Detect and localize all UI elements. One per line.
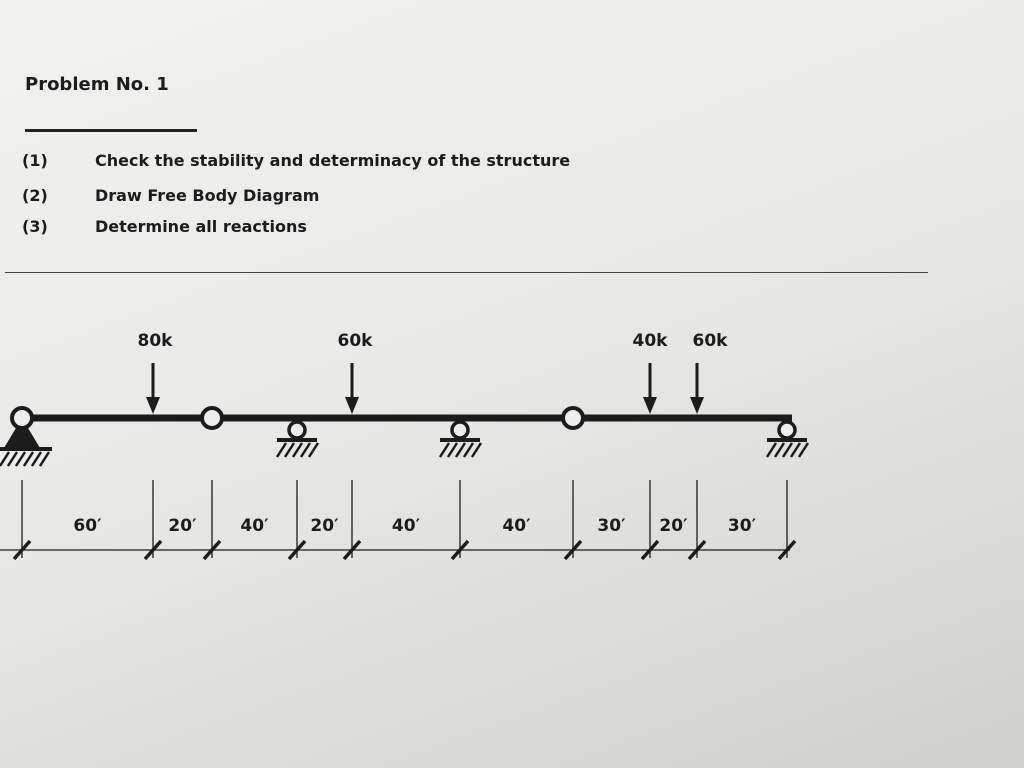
ground-hatch (765, 442, 778, 458)
span-length-label: 40′ (392, 516, 421, 536)
problem-title: Problem No. 1 (25, 74, 169, 95)
dimension-tick-icon (287, 539, 307, 561)
dimension-tick-icon (342, 539, 362, 561)
ground-line (440, 438, 480, 442)
load-arrowhead-icon (345, 397, 359, 414)
span-length-label: 30′ (597, 516, 626, 536)
ground-hatch (797, 442, 810, 458)
pin-joint-icon (10, 406, 34, 430)
load-label: 80k (138, 331, 174, 351)
task-item: (3) Determine all reactions (22, 217, 307, 236)
load-label: 60k (338, 331, 374, 351)
ground-hatch (470, 442, 483, 458)
title-underline (25, 129, 197, 132)
dimension-tick-icon (143, 539, 163, 561)
ground-hatch (438, 442, 451, 458)
ground-hatch (789, 442, 802, 458)
ground-hatch (22, 451, 35, 467)
internal-hinge-icon (200, 406, 224, 430)
span-length-label: 40′ (502, 516, 531, 536)
span-length-label: 30′ (728, 516, 757, 536)
ground-hatch (275, 442, 288, 458)
load-label: 40k (633, 331, 669, 351)
ground-hatch (454, 442, 467, 458)
ground-hatch (6, 451, 19, 467)
dimension-tick-icon (12, 539, 32, 561)
task-text: Determine all reactions (95, 217, 307, 236)
ground-line (767, 438, 807, 442)
roller-support-icon (450, 420, 470, 440)
ground-hatch (14, 451, 27, 467)
ground-line (0, 447, 52, 451)
task-number: (1) (22, 151, 48, 170)
ground-hatch (30, 451, 43, 467)
ground-hatch (38, 451, 51, 467)
internal-hinge-icon (561, 406, 585, 430)
roller-support-icon (777, 420, 797, 440)
span-length-label: 40′ (240, 516, 269, 536)
load-label: 60k (693, 331, 729, 351)
dimension-tick-icon (450, 539, 470, 561)
load-arrowhead-icon (643, 397, 657, 414)
load-arrowhead-icon (146, 397, 160, 414)
span-length-label: 60′ (73, 516, 102, 536)
task-item: (2) Draw Free Body Diagram (22, 186, 319, 205)
section-divider (5, 272, 928, 273)
ground-hatch (773, 442, 786, 458)
roller-support-icon (287, 420, 307, 440)
task-text: Check the stability and determinacy of t… (95, 151, 571, 170)
ground-hatch (283, 442, 296, 458)
load-arrowhead-icon (690, 397, 704, 414)
task-number: (3) (22, 217, 48, 236)
ground-hatch (307, 442, 320, 458)
dimension-tick-icon (640, 539, 660, 561)
dimension-tick-icon (687, 539, 707, 561)
ground-hatch (291, 442, 304, 458)
span-length-label: 20′ (310, 516, 339, 536)
dimension-tick-icon (202, 539, 222, 561)
ground-hatch (781, 442, 794, 458)
span-length-label: 20′ (659, 516, 688, 536)
task-item: (1) Check the stability and determinacy o… (22, 151, 570, 170)
task-text: Draw Free Body Diagram (95, 186, 320, 205)
task-number: (2) (22, 186, 48, 205)
ground-hatch (0, 451, 11, 467)
pin-support-icon (4, 418, 40, 448)
dimension-tick-icon (563, 539, 583, 561)
ground-hatch (299, 442, 312, 458)
ground-line (277, 438, 317, 442)
span-length-label: 20′ (168, 516, 197, 536)
dimension-tick-icon (777, 539, 797, 561)
ground-hatch (446, 442, 459, 458)
ground-hatch (462, 442, 475, 458)
